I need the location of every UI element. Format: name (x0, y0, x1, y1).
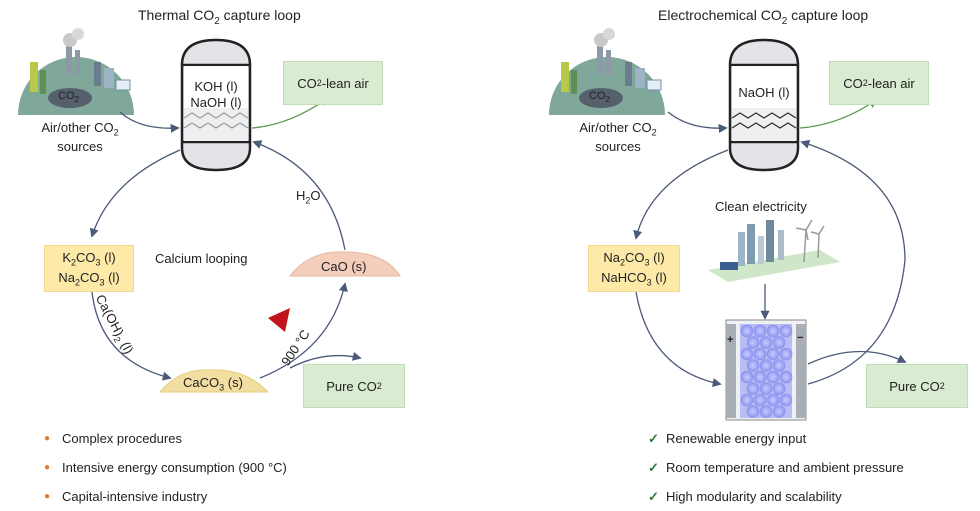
electrolyte-bubble (759, 336, 773, 349)
globe-co2-label-right: CO2 (589, 90, 610, 105)
reactor-right (728, 38, 800, 172)
arrow-to-pure-co2-left (289, 351, 362, 369)
electrolyte-bubble (772, 359, 786, 372)
electrolyte-bubble (746, 405, 760, 418)
electro-title: Electrochemical CO2 capture loop (658, 7, 869, 27)
arrow-caco3-to-cao (259, 282, 348, 379)
cao-label: CaO (s) (321, 259, 367, 274)
list-item: ✓Room temperature and ambient pressure (648, 459, 904, 476)
thermal-bullets: ●Complex procedures ●Intensive energy co… (44, 424, 287, 511)
arrow-carbonate-to-cell (635, 291, 722, 388)
check-icon: ✓ (648, 459, 659, 475)
heat-triangle-icon (268, 308, 290, 332)
electrolyte-bubble (740, 393, 754, 407)
electrolyte-bubble (779, 324, 793, 338)
electrolyte-bubble (766, 393, 780, 407)
reactor-left (180, 38, 252, 172)
electrolyte-bubble (759, 405, 773, 418)
h2o-label: H2O (296, 188, 321, 206)
clean-electricity-label: Clean electricity (715, 199, 807, 214)
electrolyte-bubble (753, 324, 767, 338)
electrolyte-bubble (772, 336, 786, 349)
list-item: ●Complex procedures (44, 431, 182, 446)
city-globe-icon-right (549, 28, 665, 115)
carbonates-box-right: Na2CO3 (l) NaHCO3 (l) (588, 245, 680, 292)
electrolyte-bubble (766, 347, 780, 361)
clean-electricity-city-icon (708, 219, 840, 282)
check-icon: ✓ (648, 488, 659, 504)
cao-powder-pile (288, 251, 401, 277)
caco3-powder-pile (158, 369, 270, 393)
air-sources-label-left: Air/other CO2 sources (41, 120, 119, 154)
carbonates-box-left: K2CO3 (l) Na2CO3 (l) (44, 245, 134, 292)
electrolyte-bubble (766, 324, 780, 338)
electrolyte-bubble (766, 370, 780, 384)
globe-co2-label-left: CO2 (58, 90, 79, 105)
electro-bullets: ✓Renewable energy input ✓Room temperatur… (648, 424, 904, 511)
electrolyte-bubble (759, 382, 773, 395)
electrolyte-bubble (779, 393, 793, 407)
check-icon: ✓ (648, 430, 659, 446)
thermal-title: Thermal CO2 capture loop (138, 7, 301, 27)
electrolyte-bubble (753, 370, 767, 384)
electrolyte-bubble (779, 347, 793, 361)
arrow-air-to-reactor-left (119, 111, 180, 133)
arrow-carbonate-to-caco3 (91, 291, 172, 381)
electrolyte-bubble (746, 336, 760, 349)
reactor-label-left: KOH (l) NaOH (l) (190, 79, 242, 111)
reactor-label-right: NaOH (l) (738, 85, 790, 100)
electrolyte-bubble (759, 359, 773, 372)
electrolyte-bubble (772, 405, 786, 418)
list-item: ✓Renewable energy input (648, 430, 807, 447)
caco3-label: CaCO3 (s) (183, 375, 243, 393)
electrolyte-bubble (772, 382, 786, 395)
electrolyte-bubble (746, 382, 760, 395)
list-item: ●Intensive energy consumption (900 °C) (44, 460, 287, 475)
calcium-looping-label: Calcium looping (155, 251, 248, 266)
electrolyte-bubble (740, 370, 754, 384)
electrochemical-cell (725, 319, 807, 421)
cell-minus-label: − (797, 332, 804, 344)
electrolyte-bubble (753, 393, 767, 407)
arrow-to-pure-co2-right (807, 350, 907, 365)
electrolyte-bubble (753, 347, 767, 361)
electrolyte-bubble (779, 370, 793, 384)
list-item: ●Capital-intensive industry (44, 489, 208, 504)
cell-plus-label: + (727, 334, 734, 346)
arrow-reactor-to-carbonate-left (89, 149, 181, 238)
electrolyte-bubble (746, 359, 760, 372)
city-globe-icon-left (18, 28, 134, 115)
arrow-air-to-reactor-right (667, 111, 728, 133)
air-sources-label-right: Air/other CO2 sources (579, 120, 657, 154)
electrolyte-bubble (740, 347, 754, 361)
electrolyte-bubble (740, 324, 754, 338)
arrow-reactor-to-carbonate-right (633, 149, 729, 240)
arrow-cell-to-reactor (800, 139, 906, 385)
arrow-cao-to-reactor (252, 140, 346, 251)
list-item: ✓High modularity and scalability (648, 488, 842, 505)
